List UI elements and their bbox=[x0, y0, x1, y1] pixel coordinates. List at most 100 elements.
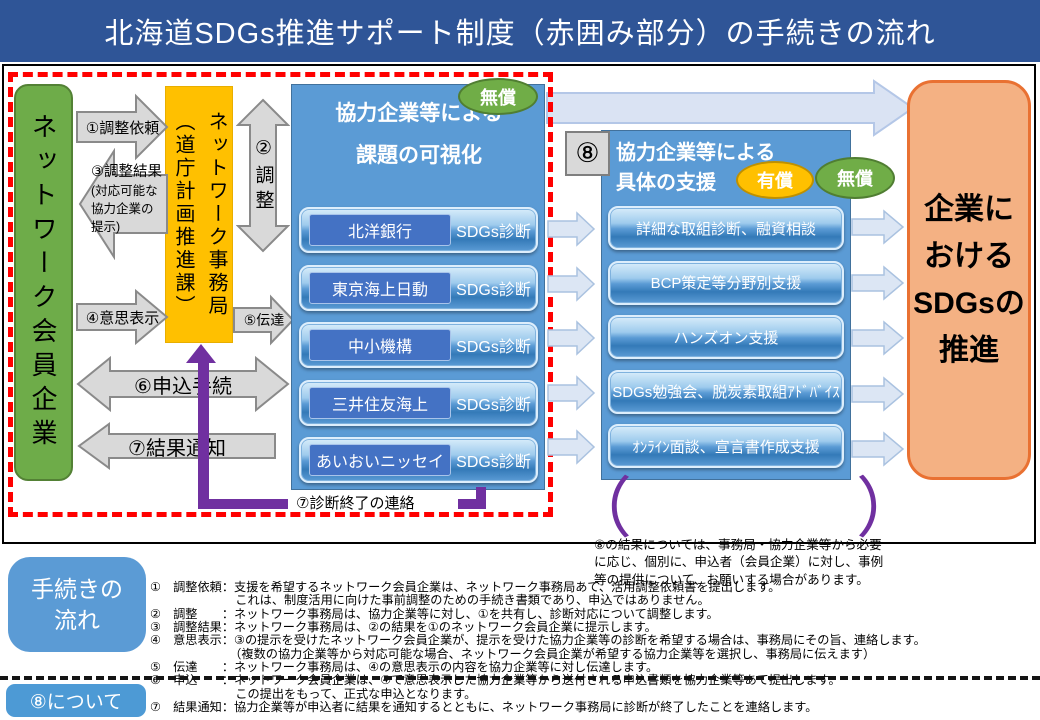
partner-name: 北洋銀行 bbox=[309, 214, 451, 246]
arrow-3-adjust-result: ③調整結果 (対応可能な 協力企業の 提示) bbox=[78, 147, 168, 261]
procedure-step-line: ⑦ 結果通知：協力企業等が申込者に結果を通知するとともに、ネットワーク事務局に診… bbox=[150, 700, 818, 715]
about-8-text: ⑧については、本サポート制度ではありませんが、サポート制度の「結果」を踏まえ、協… bbox=[152, 682, 1038, 720]
arrow-2-label: ②調整 bbox=[252, 136, 274, 215]
support-row-label: 詳細な取組診断、融資相談 bbox=[635, 220, 816, 238]
arrow-up-down-icon bbox=[235, 98, 291, 253]
arrow-right-icon bbox=[76, 93, 169, 161]
support-row: 詳細な取組診断、融資相談 bbox=[608, 206, 844, 250]
network-office-label: ネットワーク事務局 （道庁計画推進課） bbox=[172, 111, 227, 318]
arrow-right-icon bbox=[233, 294, 295, 346]
support-row: ｵﾝﾗｲﾝ面談、宣言書作成支援 bbox=[608, 424, 844, 468]
purple-arrow-up-icon bbox=[186, 344, 216, 363]
partner-name: あいおいニッセイ bbox=[309, 444, 451, 476]
procedure-step-line: この提出をもって、正式な申込となります。 bbox=[150, 686, 477, 701]
arrow-1-adjust-request: ①調整依頼 bbox=[76, 92, 169, 162]
support-row: BCP策定等分野別支援 bbox=[608, 260, 844, 305]
big-flow-arrow bbox=[545, 78, 915, 138]
arrow-4-label: ④意思表示 bbox=[85, 309, 160, 327]
arrow-right-icon bbox=[851, 320, 905, 356]
goal-text: 企業に おける SDGsの 推進 bbox=[913, 193, 1025, 367]
network-office-box: ネットワーク事務局 （道庁計画推進課） bbox=[165, 86, 233, 343]
procedure-step-line: （複数の協力企業等から対応可能な場合、ネットワーク会員企業が希望する協力企業等を… bbox=[150, 646, 876, 661]
arrow-right-icon bbox=[851, 264, 905, 301]
arrow-right-icon bbox=[547, 320, 596, 356]
free-badge-2: 無償 bbox=[815, 157, 895, 199]
procedure-step-line: ③ 調整結果：ネットワーク事務局は、②の結果を①のネットワーク会員企業に提示しま… bbox=[150, 620, 657, 635]
about-8-label: ⑧について bbox=[6, 684, 146, 717]
arrow-left-icon bbox=[78, 147, 168, 261]
diagnosis-finished-label: ⑦診断終了の連絡 bbox=[292, 492, 419, 513]
visualization-title-1: 協力企業等による bbox=[335, 102, 503, 125]
procedure-step-line: ② 調整 ：ネットワーク事務局は、協力企業等に対し、①を共有し、診断対応について… bbox=[150, 606, 719, 621]
arrow-left-right-icon bbox=[76, 355, 290, 413]
visualization-rows: 北洋銀行 SDGs診断 東京海上日動 SDGs診断 中小機構 SDGs診断 三井… bbox=[299, 207, 538, 483]
arrow-3-label: ③調整結果 (対応可能な 協力企業の 提示) bbox=[91, 164, 162, 234]
arrow-right-icon bbox=[547, 211, 596, 247]
arrow-1-label: ①調整依頼 bbox=[85, 119, 160, 137]
diagnosis-row: 東京海上日動 SDGs診断 bbox=[299, 264, 538, 311]
support-rows: 詳細な取組診断、融資相談 BCP策定等分野別支援 ハンズオン支援 SDGs勉強会… bbox=[608, 206, 844, 468]
support-title-2: 具体の支援 bbox=[616, 172, 716, 194]
diagnosis-label: SDGs診断 bbox=[456, 339, 531, 356]
diagnosis-label: SDGs診断 bbox=[456, 281, 531, 299]
support-row-label: SDGs勉強会、脱炭素取組ｱﾄﾞﾊﾞｲｽ bbox=[612, 384, 840, 401]
partner-name: 東京海上日動 bbox=[309, 271, 451, 304]
support-note-line: に応じ、個別に、申込者（会員企業）に対し、事例 bbox=[594, 555, 884, 569]
procedure-step-line: これは、制度活用に向けた事前調整のための手続き書類であり、申込ではありません。 bbox=[150, 593, 710, 608]
arrow-7-result-notice: ⑦結果通知 bbox=[77, 421, 277, 471]
arrow-4-intention: ④意思表示 bbox=[76, 288, 169, 346]
connector-arrows-right bbox=[850, 208, 905, 468]
diagram-frame bbox=[2, 64, 1036, 544]
partner-name: 中小機構 bbox=[309, 329, 451, 361]
support-row-label: BCP策定等分野別支援 bbox=[650, 275, 802, 292]
support-note-line: 等の提供について、お願いする場合があります。 bbox=[594, 572, 869, 587]
arrow-right-icon bbox=[76, 288, 169, 346]
free-badge: 無償 bbox=[458, 78, 538, 115]
member-company-label: ネットワーク会員企業 bbox=[28, 112, 58, 453]
separator-dashed-line bbox=[0, 676, 1040, 680]
diagnosis-row: 北洋銀行 SDGs診断 bbox=[299, 207, 538, 253]
diagnosis-label: SDGs診断 bbox=[456, 396, 531, 414]
purple-line-vertical-2 bbox=[476, 487, 486, 501]
arrow-left-icon bbox=[77, 422, 276, 470]
procedure-step-line: ⑤ 伝達 ：ネットワーク事務局は、④の意思表示の内容を協力企業等に対し伝達します… bbox=[150, 660, 659, 675]
goal-box: 企業に おける SDGsの 推進 bbox=[907, 80, 1031, 480]
support-note-text: ⑧の結果については、事務局・協力企業等から必要に応じ、個別に、申込者（会員企業）… bbox=[594, 484, 883, 589]
support-note: （ ⑧の結果については、事務局・協力企業等から必要に応じ、個別に、申込者（会員企… bbox=[566, 475, 922, 587]
left-brace: （ bbox=[566, 471, 632, 545]
partner-name: 三井住友海上 bbox=[309, 386, 451, 419]
purple-line-horizontal-2 bbox=[458, 499, 486, 509]
member-company-box: ネットワーク会員企業 bbox=[14, 84, 73, 481]
arrow-right-icon bbox=[547, 265, 596, 302]
arrow-2-adjust: ②調整 bbox=[235, 98, 291, 253]
procedure-step-line: ① 調整依頼：支援を希望するネットワーク会員企業は、ネットワーク事務局あて、活用… bbox=[150, 580, 781, 595]
arrow-6-label: ⑥申込手続 bbox=[134, 375, 232, 398]
page-title: 北海道SDGs推進サポート制度（赤囲み部分）の手続きの流れ bbox=[0, 0, 1040, 62]
paid-badge: 有償 bbox=[736, 161, 814, 199]
purple-line-vertical bbox=[198, 361, 209, 506]
arrow-6-application: ⑥申込手続 bbox=[76, 355, 290, 413]
arrow-right-icon bbox=[851, 209, 905, 245]
diagnosis-label: SDGs診断 bbox=[456, 454, 531, 471]
support-row: SDGs勉強会、脱炭素取組ｱﾄﾞﾊﾞｲｽ bbox=[608, 369, 844, 414]
support-row: ハンズオン支援 bbox=[608, 315, 844, 359]
procedure-flow-label: 手続きの 流れ bbox=[8, 557, 146, 652]
purple-line-horizontal-1 bbox=[198, 499, 288, 509]
arrow-5-convey: ⑤伝達 bbox=[233, 294, 295, 346]
arrow-right-icon bbox=[851, 431, 905, 467]
support-row-label: ｵﾝﾗｲﾝ面談、宣言書作成支援 bbox=[632, 438, 820, 456]
arrow-7-label: ⑦結果通知 bbox=[128, 437, 226, 460]
arrow-5-label: ⑤伝達 bbox=[243, 312, 285, 328]
arrow-right-icon bbox=[546, 79, 915, 137]
arrow-right-icon bbox=[547, 429, 596, 465]
visualization-title-2: 課題の可視化 bbox=[356, 144, 482, 167]
diagnosis-row: あいおいニッセイ SDGs診断 bbox=[299, 437, 538, 483]
diagnosis-label: SDGs診断 bbox=[456, 224, 531, 241]
connector-arrows-left bbox=[546, 210, 596, 466]
support-title-1: 協力企業等による bbox=[616, 142, 776, 164]
support-row-label: ハンズオン支援 bbox=[673, 329, 779, 347]
arrow-right-icon bbox=[547, 374, 596, 411]
support-note-line: ⑧の結果については、事務局・協力企業等から必要 bbox=[594, 537, 882, 552]
diagnosis-row: 三井住友海上 SDGs診断 bbox=[299, 379, 538, 426]
